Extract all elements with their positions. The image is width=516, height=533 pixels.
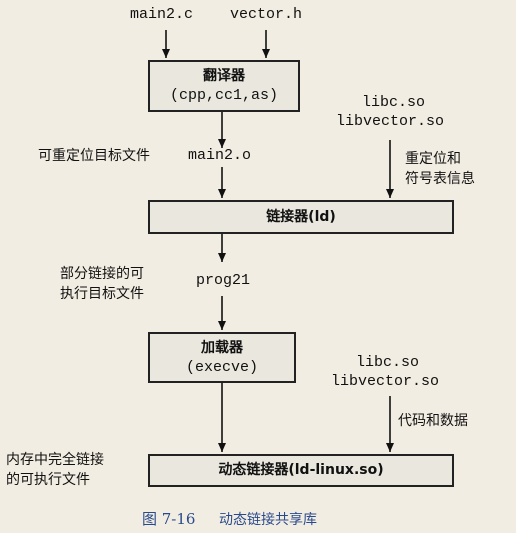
loader-box: 加载器 (execve) [148,332,296,383]
dynamic-linker-title: 动态链接器(ld-linux.so) [218,462,384,478]
relocatable-file: main2.o [188,147,252,164]
input-main2-c: main2.c [130,6,194,23]
libc-bottom: libc.so [356,354,420,371]
partial-line1: 部分链接的可 [60,266,144,282]
reloc-symbols-line1: 重定位和 [405,151,461,167]
translators-title: 翻译器 [203,68,245,84]
partial-line2: 执行目标文件 [60,286,144,302]
dynamic-linker-box: 动态链接器(ld-linux.so) [148,454,454,487]
in-memory-line2: 的可执行文件 [6,472,90,488]
figure-number: 图 7-16 [142,510,196,528]
reloc-symbols-line2: 符号表信息 [405,171,475,187]
figure-caption: 图 7-16 动态链接共享库 [142,508,317,529]
translators-subtitle: (cpp,cc1,as) [169,87,279,104]
libc-top: libc.so [362,94,426,111]
translators-box: 翻译器 (cpp,cc1,as) [148,60,300,112]
linker-box: 链接器(ld) [148,200,454,234]
figure-title: 动态链接共享库 [219,512,318,528]
libvector-bottom: libvector.so [331,373,440,390]
linker-title: 链接器(ld) [266,208,336,225]
partial-file: prog21 [196,272,251,289]
loader-subtitle: (execve) [185,358,258,376]
relocatable-label: 可重定位目标文件 [38,148,150,164]
code-data-label: 代码和数据 [398,413,468,429]
input-vector-h: vector.h [230,6,303,23]
loader-title: 加载器 [201,339,243,356]
in-memory-line1: 内存中完全链接 [6,452,104,468]
libvector-top: libvector.so [336,113,445,130]
